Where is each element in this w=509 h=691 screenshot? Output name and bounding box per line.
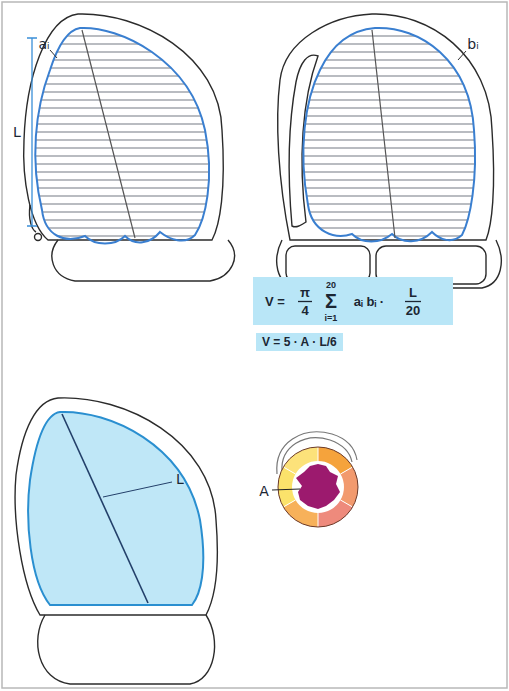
formula-box: V = 5 · A · L/6 <box>256 333 343 351</box>
formula-text: 4 <box>301 304 308 317</box>
formula-text: 20 <box>326 281 336 290</box>
formula-text: aᵢ bᵢ · <box>354 295 384 308</box>
formula-text: i=1 <box>325 314 338 323</box>
area-label: A <box>259 484 269 498</box>
formula-text: Σ <box>325 291 337 311</box>
formula-text: V = <box>265 295 285 308</box>
four-chamber-view <box>277 14 502 288</box>
part-label: bᵢ <box>467 37 478 51</box>
area-length-view <box>15 398 217 684</box>
dimension-label: L <box>13 125 21 139</box>
formula-text: 20 <box>406 304 420 317</box>
formula-text: V = 5 · A · L/6 <box>262 336 337 348</box>
part-label: aᵢ <box>38 37 49 51</box>
formula-text: π <box>300 286 310 299</box>
two-chamber-view <box>24 14 235 281</box>
formula-text: L <box>409 286 417 299</box>
formula-box: V =π420Σi=1aᵢ bᵢ ·L20 <box>253 277 453 325</box>
short-axis-section <box>272 432 358 527</box>
dimension-label: L <box>176 472 184 486</box>
